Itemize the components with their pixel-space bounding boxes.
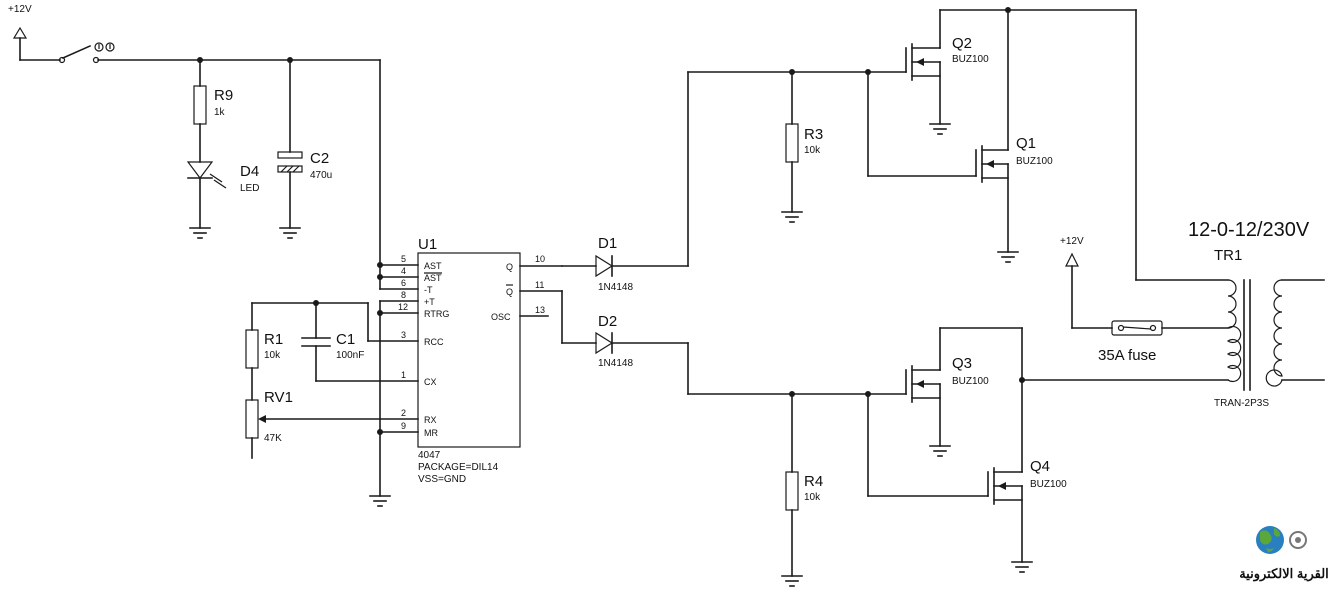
r4-value: 10k — [804, 492, 821, 503]
watermark-text: القرية الالكترونية — [1239, 566, 1329, 582]
capacitor-c1: C1 100nF — [301, 302, 364, 382]
d4-value: LED — [240, 183, 259, 194]
u1-pin-name: RTRG — [424, 309, 449, 319]
u1-pin-num: 2 — [401, 408, 406, 418]
q3-value: BUZ100 — [952, 376, 989, 387]
u1-pin-num: 6 — [401, 278, 406, 288]
q1-value: BUZ100 — [1016, 156, 1053, 167]
ground-symbol — [929, 123, 951, 135]
mosfet-q4: Q4 BUZ100 — [987, 327, 1067, 563]
u1-pin-name: CX — [424, 377, 437, 387]
u1-pin-num: 4 — [401, 266, 406, 276]
r3-ref: R3 — [804, 126, 823, 143]
u1-pin-name: -T — [424, 285, 433, 295]
supply-12v-fuse: +12V — [1060, 236, 1113, 329]
c1-value: 100nF — [336, 350, 364, 361]
r1-value: 10k — [264, 350, 281, 361]
ground-symbol — [997, 251, 1019, 263]
q4-ref: Q4 — [1030, 458, 1050, 475]
supply-left-label: +12V — [8, 4, 32, 15]
c2-ref: C2 — [310, 150, 329, 167]
r3-value: 10k — [804, 145, 821, 156]
capacitor-c2: C2 470u — [277, 59, 332, 229]
u1-ref: U1 — [418, 236, 437, 253]
q2-ref: Q2 — [952, 35, 972, 52]
u1-pin-num: 13 — [535, 305, 545, 315]
u1-pin-name: MR — [424, 428, 438, 438]
u1-pin-name: AST — [424, 273, 442, 283]
rv1-ref: RV1 — [264, 389, 293, 406]
led-d4: D4 LED — [186, 161, 259, 229]
fuse-label: 35A fuse — [1098, 347, 1156, 364]
tr1-ref: TR1 — [1214, 247, 1242, 264]
rv1-value: 47K — [264, 433, 282, 444]
d1-value: 1N4148 — [598, 282, 633, 293]
q3-ref: Q3 — [952, 355, 972, 372]
d2-ref: D2 — [598, 313, 617, 330]
resistor-r3: R3 10k — [785, 71, 823, 213]
resistor-r9: R9 1k — [193, 59, 233, 163]
r9-value: 1k — [214, 107, 226, 118]
c1-ref: C1 — [336, 331, 355, 348]
q4-value: BUZ100 — [1030, 479, 1067, 490]
mosfet-q3: Q3 BUZ100 — [905, 327, 989, 447]
ground-symbol — [279, 227, 301, 239]
u1-pin-num: 11 — [535, 280, 544, 290]
u1-pin-num: 10 — [535, 254, 545, 264]
u1-vss: VSS=GND — [418, 474, 466, 485]
diode-d1: D1 1N4148 — [561, 235, 689, 293]
r1-ref: R1 — [264, 331, 283, 348]
globe-icon — [1256, 526, 1284, 554]
d4-ref: D4 — [240, 163, 259, 180]
q2-value: BUZ100 — [952, 54, 989, 65]
power-switch[interactable] — [19, 42, 115, 64]
u1-part: 4047 — [418, 450, 441, 461]
transformer-tr1: TR1 TRAN-2P3S 12-0-12/230V — [1188, 219, 1325, 409]
ic-u1-4047: U1 4047 PACKAGE=DIL14 VSS=GND 5 AST 4 AS… — [261, 236, 563, 485]
mosfet-q2: Q2 BUZ100 — [905, 9, 989, 125]
ground-symbol — [929, 445, 951, 457]
resistor-r1: R1 10k — [245, 302, 283, 401]
u1-pin-num: 5 — [401, 254, 406, 264]
tr1-model: TRAN-2P3S — [1214, 398, 1269, 409]
r4-ref: R4 — [804, 473, 823, 490]
u1-pin-name: AST — [424, 261, 442, 271]
diode-d2: D2 1N4148 — [561, 290, 689, 369]
u1-pin-num: 9 — [401, 421, 406, 431]
u1-pin-num: 3 — [401, 330, 406, 340]
u1-pin-num: 12 — [398, 302, 408, 312]
fuse-35a: 35A fuse — [1098, 320, 1229, 364]
ground-symbol — [189, 227, 211, 239]
potentiometer-rv1[interactable]: RV1 47K — [245, 389, 293, 459]
u1-pin-num: 1 — [401, 370, 406, 380]
ground-symbol — [369, 495, 391, 507]
d1-ref: D1 — [598, 235, 617, 252]
u1-pin-name: OSC — [491, 312, 511, 322]
c2-value: 470u — [310, 170, 332, 181]
r9-ref: R9 — [214, 87, 233, 104]
u1-package: PACKAGE=DIL14 — [418, 462, 499, 473]
supply-12v-left: +12V — [8, 4, 32, 61]
ground-symbol — [781, 575, 803, 587]
ground-symbol — [1011, 561, 1033, 573]
ground-symbol — [781, 211, 803, 223]
q1-ref: Q1 — [1016, 135, 1036, 152]
u1-pin-name: RX — [424, 415, 437, 425]
watermark-logo: القرية الالكترونية — [1239, 526, 1329, 582]
gear-icon — [1289, 531, 1307, 549]
u1-pin-name: Q — [506, 287, 513, 297]
supply-fuse-label: +12V — [1060, 236, 1084, 247]
resistor-r4: R4 10k — [785, 393, 823, 577]
mosfet-q1: Q1 BUZ100 — [975, 9, 1053, 253]
u1-pin-name: Q — [506, 262, 513, 272]
u1-pin-name: +T — [424, 297, 435, 307]
d2-value: 1N4148 — [598, 358, 633, 369]
tr1-rating: 12-0-12/230V — [1188, 219, 1310, 241]
u1-pin-name: RCC — [424, 337, 444, 347]
u1-pin-num: 8 — [401, 290, 406, 300]
